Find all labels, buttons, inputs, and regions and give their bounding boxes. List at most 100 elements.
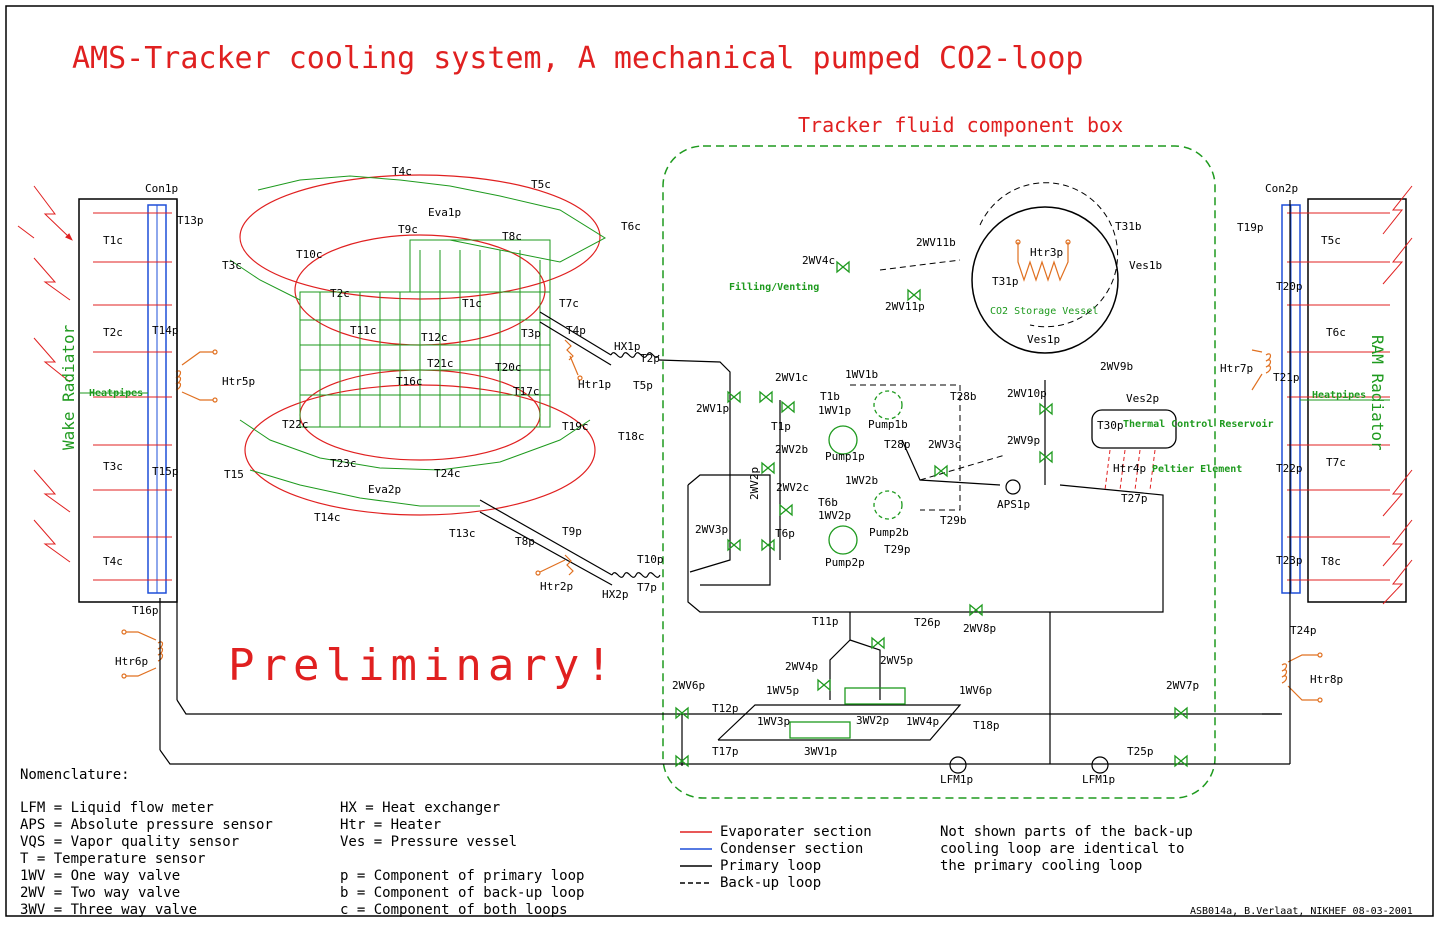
co2-storage-vessel <box>971 206 1119 354</box>
svg-text:T = Temperature sensor: T = Temperature sensor <box>20 851 205 867</box>
hx1p <box>539 311 731 573</box>
svg-text:Htr4p: Htr4p <box>1113 462 1146 475</box>
left-section-2: T2c <box>103 326 123 339</box>
svg-text:1WV = One way valve: 1WV = One way valve <box>20 868 180 884</box>
svg-text:T27p: T27p <box>1121 492 1148 505</box>
t19p-label: T19p <box>1237 221 1264 234</box>
fluid-component-box <box>662 145 1216 799</box>
svg-text:T1p: T1p <box>771 420 791 433</box>
heater-coil-htr6p <box>121 629 164 679</box>
t21p-label: T21p <box>1273 371 1300 384</box>
left-section-1: T1c <box>103 234 123 247</box>
drawing-frame <box>5 5 1434 917</box>
t7p-label: T7p <box>637 581 657 594</box>
svg-text:1WV1p: 1WV1p <box>818 404 851 417</box>
svg-text:Pump1p: Pump1p <box>825 450 865 463</box>
left-section-4: T4c <box>103 555 123 568</box>
svg-text:APS1p: APS1p <box>997 498 1030 511</box>
t15p-label: T15p <box>152 465 179 478</box>
svg-text:Ves1b: Ves1b <box>1129 259 1162 272</box>
svg-text:3WV1p: 3WV1p <box>804 745 837 758</box>
right-section-3: T7c <box>1326 456 1346 469</box>
svg-text:Eva1p: Eva1p <box>428 206 461 219</box>
svg-text:Pump2b: Pump2b <box>869 526 909 539</box>
ram-radiator-label: RAM Radiator <box>1368 335 1387 451</box>
t9p-label: T9p <box>562 525 582 538</box>
svg-text:T14c: T14c <box>314 511 341 524</box>
svg-text:Htr3p: Htr3p <box>1030 246 1063 259</box>
svg-text:T21c: T21c <box>427 357 454 370</box>
svg-text:T4p: T4p <box>566 324 586 337</box>
svg-text:2WV1c: 2WV1c <box>775 371 808 384</box>
svg-text:T3p: T3p <box>521 327 541 340</box>
svg-text:T6c: T6c <box>621 220 641 233</box>
legend-primary: Primary loop <box>720 858 821 874</box>
svg-text:1WV6p: 1WV6p <box>959 684 992 697</box>
svg-text:T26p: T26p <box>914 616 941 629</box>
valves <box>675 260 1188 768</box>
t24p-label: T24p <box>1290 624 1317 637</box>
hx2p-label: HX2p <box>602 588 629 601</box>
svg-text:2WV4c: 2WV4c <box>802 254 835 267</box>
svg-text:T11p: T11p <box>812 615 839 628</box>
hx2p <box>479 499 661 586</box>
svg-text:2WV11p: 2WV11p <box>885 300 925 313</box>
pumps <box>828 390 903 555</box>
svg-text:T12c: T12c <box>421 331 448 344</box>
svg-text:Ves1p: Ves1p <box>1027 333 1060 346</box>
svg-text:2WV2p: 2WV2p <box>748 467 761 500</box>
left-section-3: T3c <box>103 460 123 473</box>
right-section-1: T5c <box>1321 234 1341 247</box>
svg-text:Thermal Control Reservoir: Thermal Control Reservoir <box>1123 418 1274 430</box>
svg-text:3WV = Three way valve: 3WV = Three way valve <box>20 902 197 918</box>
svg-text:T2c: T2c <box>330 287 350 300</box>
preliminary-watermark: Preliminary! <box>228 640 618 691</box>
heater-coil-htr2p <box>535 554 574 576</box>
con2p-label: Con2p <box>1265 182 1298 195</box>
htr7p-label: Htr7p <box>1220 362 1253 375</box>
right-heatpipes-label: Heatpipes <box>1312 389 1366 401</box>
svg-text:LFM1p: LFM1p <box>940 773 973 786</box>
svg-text:T20c: T20c <box>495 361 522 374</box>
t2p-label: T2p <box>640 352 660 365</box>
svg-text:T23c: T23c <box>330 457 357 470</box>
drawing-reference: ASB014a, B.Verlaat, NIKHEF 08-03-2001 <box>1190 906 1413 917</box>
svg-text:c = Component of both loops: c = Component of both loops <box>340 902 568 918</box>
svg-text:T15: T15 <box>224 468 244 481</box>
svg-text:T4c: T4c <box>392 165 412 178</box>
t8p-label: T8p <box>515 535 535 548</box>
svg-text:the primary cooling loop: the primary cooling loop <box>940 858 1142 874</box>
diagram-title: AMS-Tracker cooling system, A mechanical… <box>72 41 1083 76</box>
con1p-label: Con1p <box>145 182 178 195</box>
t23p-label: T23p <box>1276 554 1303 567</box>
svg-text:T29p: T29p <box>884 543 911 556</box>
svg-text:2WV = Two way valve: 2WV = Two way valve <box>20 885 180 901</box>
svg-text:T1c: T1c <box>462 297 482 310</box>
svg-text:T12p: T12p <box>712 702 739 715</box>
svg-text:2WV9b: 2WV9b <box>1100 360 1133 373</box>
backup-loop-pipes <box>850 182 1119 511</box>
svg-text:T28p: T28p <box>884 438 911 451</box>
svg-text:CO2 Storage Vessel: CO2 Storage Vessel <box>990 306 1098 317</box>
legend-evaporator: Evaporater section <box>720 824 872 840</box>
svg-text:2WV5p: 2WV5p <box>880 654 913 667</box>
thermal-control-reservoir <box>1091 409 1177 449</box>
svg-text:2WV9p: 2WV9p <box>1007 434 1040 447</box>
heater-coil-htr1p <box>564 339 583 381</box>
svg-text:LFM = Liquid flow meter: LFM = Liquid flow meter <box>20 800 214 816</box>
svg-text:T7c: T7c <box>559 297 579 310</box>
t13p-label: T13p <box>177 214 204 227</box>
right-section-4: T8c <box>1321 555 1341 568</box>
svg-text:1WV2p: 1WV2p <box>818 509 851 522</box>
wake-radiator-label: Wake Radiator <box>59 324 78 450</box>
svg-text:2WV4p: 2WV4p <box>785 660 818 673</box>
t22p-label: T22p <box>1276 462 1303 475</box>
svg-text:1WV2b: 1WV2b <box>845 474 878 487</box>
t16p-label: T16p <box>132 604 159 617</box>
svg-text:2WV10p: 2WV10p <box>1007 387 1047 400</box>
svg-text:1WV1b: 1WV1b <box>845 368 878 381</box>
svg-text:T31p: T31p <box>992 275 1019 288</box>
svg-text:2WV1p: 2WV1p <box>696 402 729 415</box>
svg-text:T19c: T19c <box>562 420 589 433</box>
svg-text:2WV2b: 2WV2b <box>775 443 808 456</box>
